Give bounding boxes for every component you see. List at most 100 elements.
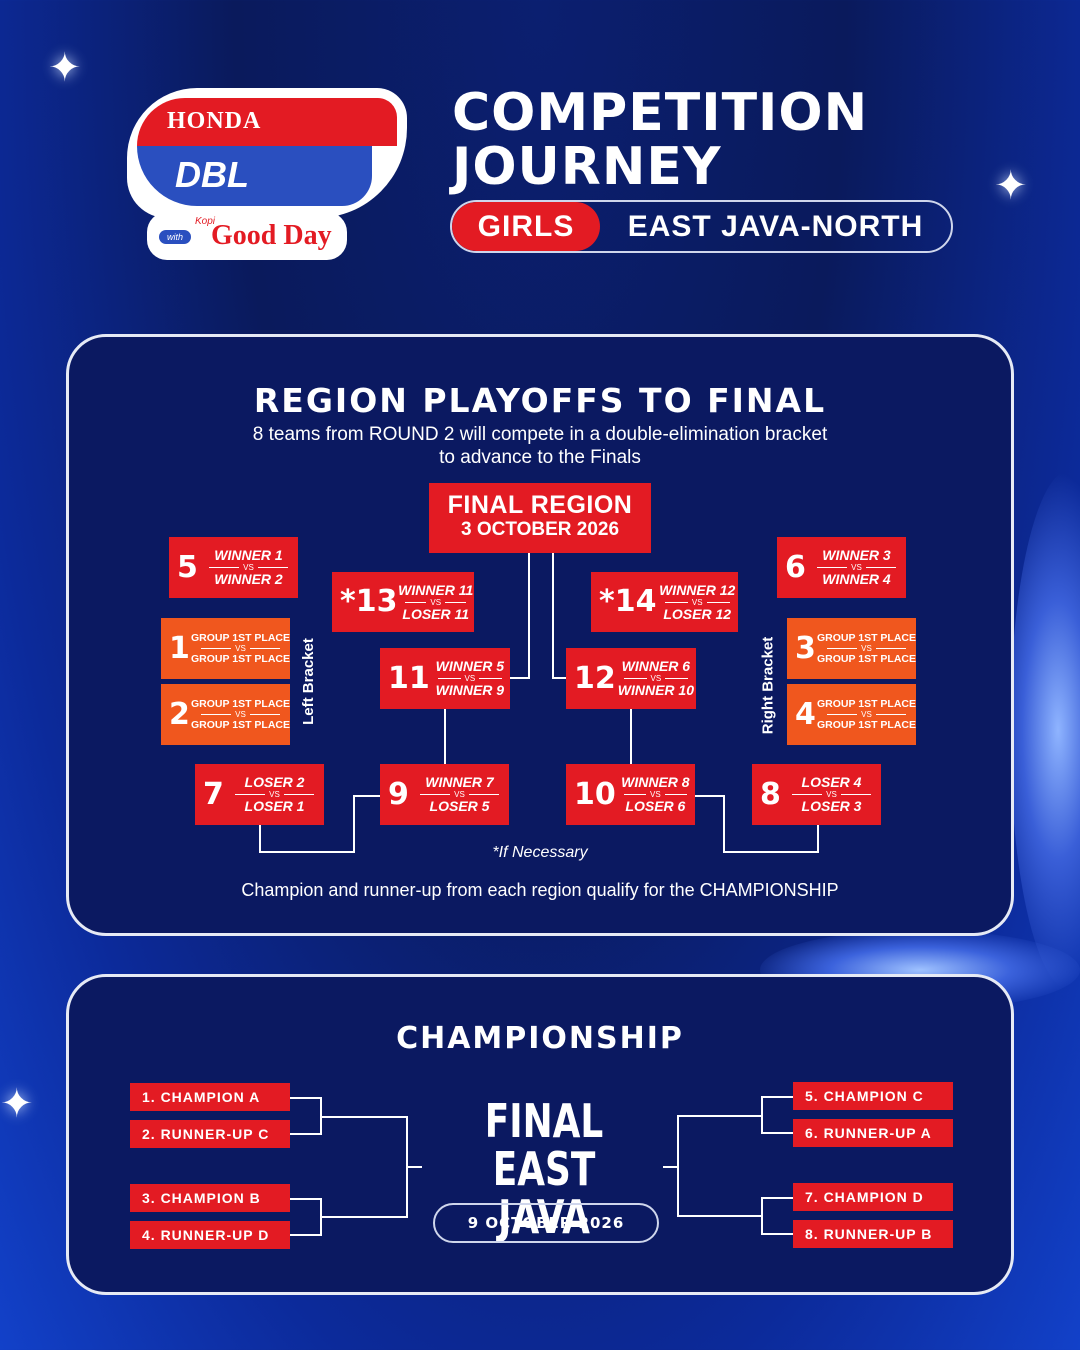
bracket-line <box>663 1166 677 1168</box>
bracket-line <box>353 795 381 797</box>
match-number: 12 <box>574 660 616 696</box>
category-region-pill: GIRLS EAST JAVA-NORTH <box>450 200 953 253</box>
seed-1: 1. CHAMPION A <box>130 1083 290 1111</box>
bracket-line <box>444 709 446 765</box>
bracket-line <box>630 709 632 765</box>
seed-4: 4. RUNNER-UP D <box>130 1221 290 1249</box>
team-b: GROUP 1ST PLACE <box>191 653 290 665</box>
vs-label: VS <box>405 598 466 607</box>
logo-goodday-text: Good Day <box>211 220 332 251</box>
team-a: WINNER 1 <box>214 547 283 563</box>
bracket-line <box>322 1116 408 1218</box>
team-b: LOSER 6 <box>625 798 686 814</box>
match-number: 11 <box>388 660 430 696</box>
title-line-1: COMPETITION <box>452 83 869 143</box>
vs-label: VS <box>209 563 288 572</box>
championship-panel: CHAMPIONSHIP 1. CHAMPION A 2. RUNNER-UP … <box>66 974 1014 1295</box>
left-bracket-label: Left Bracket <box>299 638 317 725</box>
seed-8: 8. RUNNER-UP B <box>793 1220 953 1248</box>
team-b: LOSER 3 <box>801 798 862 814</box>
team-a: WINNER 12 <box>659 581 736 598</box>
team-a: WINNER 11 <box>398 581 474 598</box>
match-number: 1 <box>169 630 190 666</box>
match-number: 6 <box>785 549 806 585</box>
team-b: LOSER 5 <box>429 798 490 814</box>
title-line-2: JOURNEY <box>452 137 722 197</box>
bracket-line <box>290 1097 322 1135</box>
team-a: WINNER 7 <box>425 774 494 790</box>
match-number: 3 <box>795 630 816 666</box>
vs-label: VS <box>624 674 688 683</box>
bracket-line <box>677 1115 763 1217</box>
page-title: COMPETITION JOURNEY <box>452 86 972 194</box>
logo-dbl-text: DBL <box>175 154 249 195</box>
vs-label: VS <box>827 644 906 653</box>
championship-date: 9 OCTOBER 2026 <box>433 1203 659 1243</box>
seed-6: 6. RUNNER-UP A <box>793 1119 953 1147</box>
final-line-2: EAST JAVA <box>492 1142 596 1244</box>
match-number: 10 <box>574 776 616 812</box>
match-number: *13 <box>340 584 398 619</box>
final-region-date: 3 OCTOBER 2026 <box>460 519 620 540</box>
seed-5: 5. CHAMPION C <box>793 1082 953 1110</box>
vs-label: VS <box>235 790 314 799</box>
sparkle-icon: ✦ <box>48 46 82 90</box>
team-b: LOSER 11 <box>402 605 470 622</box>
match-number: 2 <box>169 696 190 732</box>
logo-red-band <box>137 98 397 146</box>
logo-honda-text: HONDA <box>167 108 262 134</box>
playoffs-subtitle-1: 8 teams from ROUND 2 will compete in a d… <box>252 424 828 445</box>
match-number: 7 <box>203 776 224 812</box>
team-b: GROUP 1ST PLACE <box>817 653 916 665</box>
bracket-line <box>761 1096 793 1134</box>
team-b: WINNER 2 <box>214 571 283 587</box>
vs-label: VS <box>792 790 871 799</box>
sparkle-icon: ✦ <box>0 1082 34 1126</box>
if-necessary-note: *If Necessary <box>492 844 588 861</box>
region-playoffs-panel: REGION PLAYOFFS TO FINAL 8 teams from RO… <box>66 334 1014 936</box>
vs-label: VS <box>201 644 280 653</box>
team-b: WINNER 9 <box>435 682 505 698</box>
match-number: 9 <box>388 776 409 812</box>
vs-label: VS <box>665 598 730 607</box>
honda-dbl-logo: HONDA DBL with Kopi Good Day <box>127 88 407 263</box>
team-b: WINNER 10 <box>617 682 694 698</box>
decorative-swirl <box>1010 470 1080 990</box>
championship-title: CHAMPIONSHIP <box>396 1021 684 1056</box>
team-a: LOSER 2 <box>244 774 305 790</box>
team-b: LOSER 12 <box>663 605 732 622</box>
bracket-line <box>695 795 725 797</box>
match-number: 4 <box>795 696 816 732</box>
category-badge: GIRLS <box>452 202 600 251</box>
final-region-title: FINAL REGION <box>447 491 633 519</box>
team-a: WINNER 6 <box>621 658 691 674</box>
bracket-line <box>510 677 530 679</box>
bracket-line <box>408 1166 422 1168</box>
match-number: 8 <box>760 776 781 812</box>
right-bracket-label: Right Bracket <box>759 636 777 735</box>
team-b: LOSER 1 <box>244 798 305 814</box>
team-b: WINNER 4 <box>822 571 891 587</box>
sparkle-icon: ✦ <box>994 164 1028 208</box>
seed-3: 3. CHAMPION B <box>130 1184 290 1212</box>
team-a: WINNER 8 <box>621 774 690 790</box>
bracket-line <box>552 553 554 679</box>
playoffs-subtitle-2: to advance to the Finals <box>439 447 641 468</box>
team-a: WINNER 3 <box>822 547 891 563</box>
team-a: LOSER 4 <box>801 774 862 790</box>
vs-label: VS <box>827 710 906 719</box>
team-a: GROUP 1ST PLACE <box>191 698 290 710</box>
bracket-line <box>290 1198 322 1236</box>
vs-label: VS <box>420 790 499 799</box>
vs-label: VS <box>624 790 687 799</box>
